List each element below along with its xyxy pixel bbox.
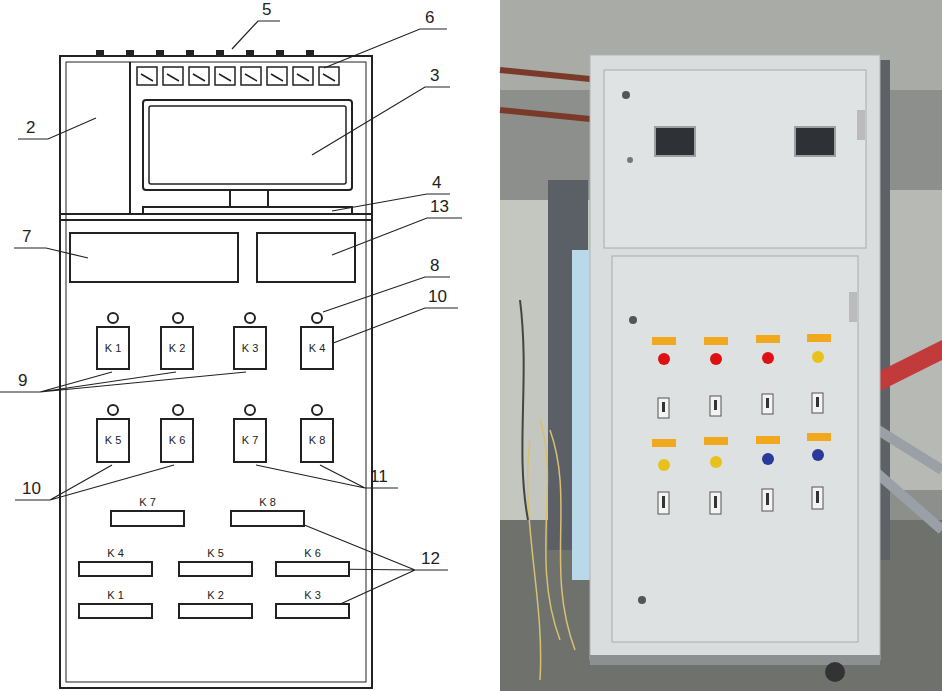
relay-label: K 5	[105, 435, 122, 446]
callout-number: 7	[22, 227, 31, 247]
callout-number: 11	[370, 467, 388, 487]
relay-label: K 3	[277, 590, 348, 601]
callout-number: 9	[18, 371, 27, 391]
callout-number: 5	[262, 0, 271, 20]
callout-number: 2	[26, 118, 35, 138]
top-connectors	[96, 50, 314, 56]
terminal-strip: K 6	[275, 561, 350, 577]
relay-label: K 1	[105, 343, 122, 354]
relay-box: K 8	[300, 418, 334, 463]
relay-box: K 3	[233, 326, 267, 370]
meters	[137, 67, 339, 85]
relay-label: K 6	[277, 548, 348, 559]
relay-label: K 3	[242, 343, 259, 354]
terminal-strip: K 2	[178, 603, 253, 619]
relay-box: K 6	[160, 418, 194, 463]
relay-box: K 2	[160, 326, 194, 370]
terminal-strip: K 1	[78, 603, 153, 619]
relay-label: K 5	[180, 548, 251, 559]
cabinet-drawing	[60, 56, 372, 688]
terminal-strip: K 4	[78, 561, 153, 577]
relay-label: K 4	[80, 548, 151, 559]
relay-label: K 4	[309, 343, 326, 354]
relay-box: K 1	[96, 326, 130, 370]
callout-number: 10	[428, 287, 447, 307]
relay-label: K 7	[242, 435, 259, 446]
relay-label: K 2	[169, 343, 186, 354]
indicator-lamps	[108, 313, 322, 415]
leader-lines	[0, 21, 462, 611]
relay-box: K 7	[233, 418, 267, 463]
relay-label: K 1	[80, 590, 151, 601]
relay-box: K 4	[300, 326, 334, 370]
terminal-strip: K 7	[110, 510, 185, 527]
callout-number: 10	[22, 479, 41, 499]
callout-number: 8	[430, 256, 439, 276]
relay-label: K 8	[309, 435, 326, 446]
cabinet-photo	[500, 0, 942, 691]
callout-number: 4	[432, 173, 441, 193]
relay-label: K 6	[169, 435, 186, 446]
relay-box: K 5	[96, 418, 130, 463]
callout-number: 3	[430, 66, 439, 86]
callout-number: 6	[425, 8, 434, 28]
relay-label: K 7	[112, 497, 183, 508]
terminal-strip: K 8	[230, 510, 305, 527]
terminal-strip: K 5	[178, 561, 253, 577]
callout-number: 13	[430, 197, 449, 217]
relay-label: K 8	[232, 497, 303, 508]
relay-label: K 2	[180, 590, 251, 601]
terminal-strip: K 3	[275, 603, 350, 619]
callout-number: 12	[421, 549, 440, 569]
